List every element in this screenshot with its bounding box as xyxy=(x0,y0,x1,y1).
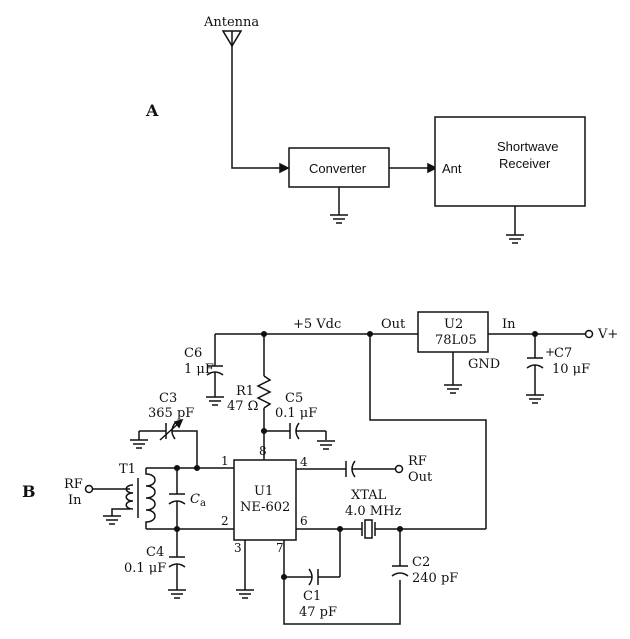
t1-secondary-coil xyxy=(145,468,156,529)
u1-pin-3: 3 xyxy=(234,541,242,555)
receiver-block xyxy=(434,116,586,207)
receiver-label-line2: Receiver xyxy=(499,156,551,171)
c3-name: C3 xyxy=(159,391,177,406)
ca-label: Ca xyxy=(190,492,206,509)
c7-value: 10 μF xyxy=(552,362,590,377)
c3-right-wire xyxy=(172,430,198,466)
t1-label: T1 xyxy=(119,462,136,477)
ca-label-main: C xyxy=(190,492,200,507)
u2-in-label: In xyxy=(502,317,516,332)
receiver-label-line1: Shortwave xyxy=(497,139,558,154)
rf-in-terminal xyxy=(84,484,94,494)
u2-part: 78L05 xyxy=(435,333,477,348)
c6-name: C6 xyxy=(184,346,202,361)
ground-icon xyxy=(103,515,121,525)
panel-a: A Antenna Converter Ant Shortwave Receiv… xyxy=(145,15,586,244)
rf-in-label-line1: RF xyxy=(64,477,83,492)
r1-name: R1 xyxy=(236,384,254,399)
panel-a-label: A xyxy=(145,101,159,120)
arrow-to-receiver xyxy=(427,162,438,174)
antenna-label: Antenna xyxy=(203,15,259,30)
c7-polarity: + xyxy=(545,345,555,359)
u1-pin-1: 1 xyxy=(221,454,229,468)
ground-icon xyxy=(444,384,462,394)
r1-resistor-symbol xyxy=(256,375,272,409)
u2-regulator xyxy=(417,311,489,353)
c5-value: 0.1 μF xyxy=(275,406,317,421)
panel-b: B +5 Vdc U2 78L05 Out In GND V+ + C7 10 … xyxy=(22,311,618,625)
rf-out-label-line1: RF xyxy=(408,454,427,469)
xtal-name: XTAL xyxy=(351,488,387,503)
c3-variable-arrowhead xyxy=(173,418,184,429)
c1-name: C1 xyxy=(303,589,321,604)
t1-primary-ground-wire xyxy=(111,508,130,516)
u1-pin-2: 2 xyxy=(221,514,229,528)
rf-in-label-line2: In xyxy=(68,493,82,508)
u2-out-label: Out xyxy=(381,317,406,332)
regulator-feedback-wire xyxy=(369,334,487,529)
r1-value: 47 Ω xyxy=(227,399,258,414)
c1-value: 47 pF xyxy=(299,605,337,620)
c7-name: C7 xyxy=(554,346,572,361)
ca-label-sub: a xyxy=(200,498,206,509)
panel-b-label: B xyxy=(22,482,36,501)
vplus-label: V+ xyxy=(597,327,618,342)
c3-value: 365 pF xyxy=(148,406,194,421)
u1-pin-6: 6 xyxy=(300,514,308,528)
u1-mixer-ic xyxy=(233,459,297,541)
u1-name: U1 xyxy=(254,484,273,499)
c2-symbol-curve xyxy=(391,572,409,577)
vplus-terminal xyxy=(584,329,594,339)
ground-icon xyxy=(526,394,544,404)
antenna-wire xyxy=(231,46,281,169)
arrow-to-converter xyxy=(279,162,290,174)
antenna-icon xyxy=(221,30,243,48)
rf-out-terminal xyxy=(394,464,404,474)
ground-icon xyxy=(206,396,224,406)
u1-pin-7: 7 xyxy=(276,541,284,555)
pin7-wire xyxy=(283,540,401,625)
u1-pin-8: 8 xyxy=(259,444,267,458)
u1-pin-4: 4 xyxy=(300,455,308,469)
u1-part: NE-602 xyxy=(240,500,290,515)
ground-icon xyxy=(317,440,335,450)
c4-name: C4 xyxy=(146,545,164,560)
ground-icon xyxy=(506,234,524,244)
xtal-value: 4.0 MHz xyxy=(345,504,401,519)
junction-dot xyxy=(193,464,201,472)
c5-name: C5 xyxy=(285,391,303,406)
rf-out-label-line2: Out xyxy=(408,470,433,485)
u2-gnd-label: GND xyxy=(468,357,500,372)
c2-name: C2 xyxy=(412,555,430,570)
converter-label: Converter xyxy=(309,161,367,176)
ground-icon xyxy=(130,439,148,449)
crystal-symbol xyxy=(361,519,376,539)
supply-label: +5 Vdc xyxy=(293,317,341,332)
ground-icon xyxy=(330,214,348,224)
receiver-ant-label: Ant xyxy=(442,161,462,176)
u2-name: U2 xyxy=(444,317,463,332)
c6-value: 1 μF xyxy=(184,362,214,377)
ground-icon xyxy=(168,589,186,599)
c4-value: 0.1 μF xyxy=(124,561,166,576)
c2-value: 240 pF xyxy=(412,571,458,586)
ground-icon xyxy=(236,589,254,599)
